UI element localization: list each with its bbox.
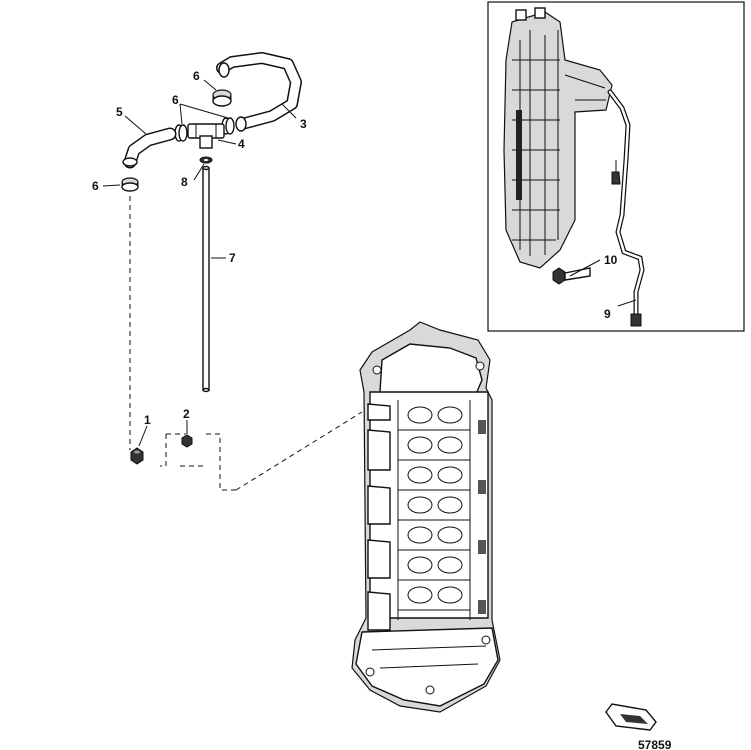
hose-5 [122,127,177,169]
callout-5: 5 [116,105,123,119]
inset-cylinder-head [503,7,613,269]
dashed-guides [129,196,363,491]
clamp-6-left [174,124,188,142]
figure-number: 57859 [638,738,672,750]
locator-icon [605,703,657,731]
washer-8 [199,156,213,164]
callout-4: 4 [238,137,245,151]
callouts: 3 6 6 5 4 8 6 7 1 2 10 9 [92,69,618,427]
clamp-6-lower [121,177,139,192]
cylinder-head [351,321,501,713]
inset-fitting [611,160,621,185]
inset-hose [607,89,645,327]
callout-7: 7 [229,251,236,265]
leader-lines [102,79,297,447]
callout-6-lower: 6 [92,179,99,193]
callout-10: 10 [604,253,618,267]
clamp-6-top [212,89,232,107]
callout-6-middle: 6 [172,93,179,107]
callout-6-top: 6 [193,69,200,83]
tee-fitting-4 [187,123,225,149]
callout-8: 8 [181,175,188,189]
hose-3 [216,52,302,132]
callout-2: 2 [183,407,190,421]
tube-7 [202,165,210,393]
fitting-1 [130,447,144,465]
callout-9: 9 [604,307,611,321]
bolt-2 [181,434,193,448]
callout-3: 3 [300,117,307,131]
callout-1: 1 [144,413,151,427]
